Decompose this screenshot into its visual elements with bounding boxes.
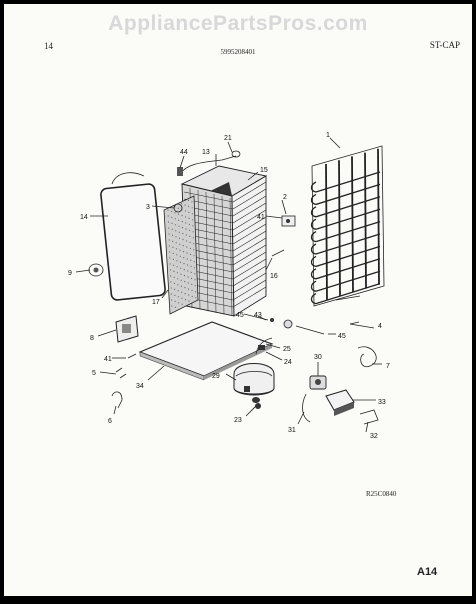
callout-45a: 45 [236, 312, 244, 319]
callout-5: 5 [92, 370, 96, 377]
callout-3: 3 [146, 204, 150, 211]
top-tubing [177, 150, 241, 176]
callout-21: 21 [224, 135, 232, 142]
exploded-parts-drawing: 1 2 3 4 5 6 7 8 9 13 14 15 16 17 21 23 2… [68, 132, 390, 440]
series-label: ST-CAP [429, 40, 460, 50]
refrigerant-tubing [255, 319, 377, 368]
callout-34: 34 [136, 383, 144, 390]
callout-9: 9 [68, 270, 72, 277]
watermark: AppliancePartsPros.com [108, 12, 368, 35]
callout-17: 17 [152, 299, 160, 306]
callout-6: 6 [108, 418, 112, 425]
callout-25: 25 [283, 346, 291, 353]
callout-4: 4 [378, 323, 382, 330]
callout-32: 32 [370, 433, 378, 440]
back-panel [88, 172, 166, 301]
callout-45b: 45 [338, 333, 346, 340]
electrical-components [302, 375, 379, 425]
callout-33: 33 [378, 399, 386, 406]
callout-7: 7 [386, 363, 390, 370]
page-number: 14 [44, 41, 53, 51]
callout-13: 13 [202, 149, 210, 156]
callout-44: 44 [180, 149, 188, 156]
callout-41b: 41 [104, 356, 112, 363]
callout-29: 29 [212, 373, 220, 380]
callout-30: 30 [314, 354, 322, 361]
filter-panel [163, 195, 199, 315]
condenser-coil [310, 145, 385, 307]
callout-8: 8 [90, 335, 94, 342]
leader-lines [75, 137, 382, 433]
sheet-number: A14 [417, 566, 438, 578]
callout-15: 15 [260, 167, 268, 174]
callout-1: 1 [326, 132, 330, 139]
model-number: 5995208401 [220, 48, 256, 56]
callout-31: 31 [288, 427, 296, 434]
callout-2: 2 [283, 194, 287, 201]
callout-16: 16 [270, 273, 278, 280]
mounting-hardware [111, 315, 274, 409]
callout-14: 14 [80, 214, 88, 221]
diagram-reference: R25C0840 [366, 490, 397, 498]
callout-43: 43 [254, 312, 262, 319]
parts-diagram-page: AppliancePartsPros.com 14 5995208401 ST-… [4, 4, 472, 596]
callout-23: 23 [234, 417, 242, 424]
base-plate [138, 321, 274, 381]
callout-labels: 1 2 3 4 5 6 7 8 9 13 14 15 16 17 21 23 2… [68, 132, 390, 440]
callout-24: 24 [284, 359, 292, 366]
compressor [233, 363, 275, 403]
callout-41a: 41 [257, 214, 265, 221]
